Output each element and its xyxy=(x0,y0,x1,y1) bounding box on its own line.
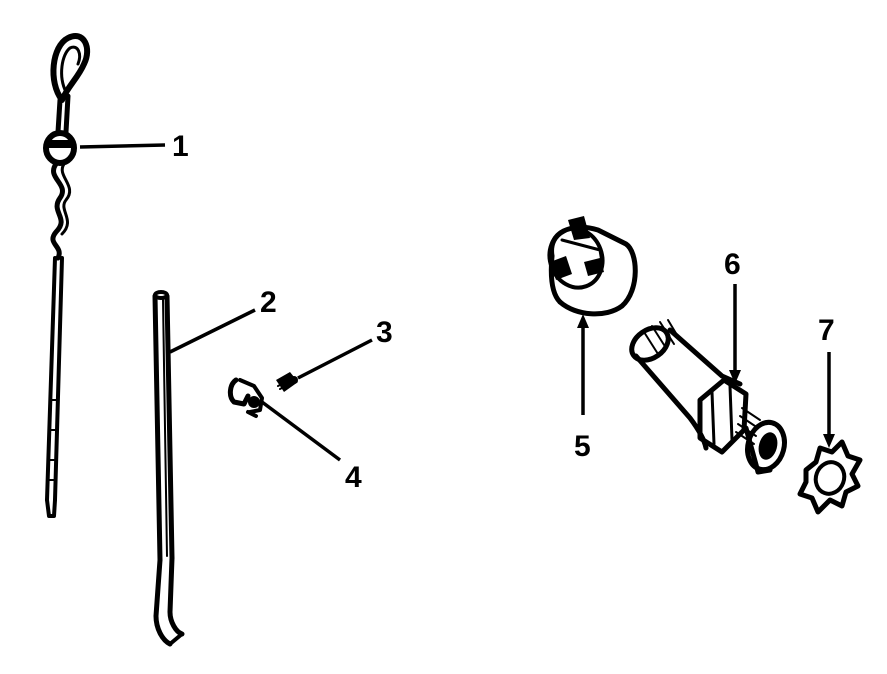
leader-line-3 xyxy=(297,338,373,380)
dipstick-tube-icon xyxy=(152,290,185,647)
callout-number-6: 6 xyxy=(724,248,741,281)
callout-number-7: 7 xyxy=(818,314,835,347)
dipstick-icon xyxy=(43,33,91,518)
elbow-fitting-icon xyxy=(629,319,787,475)
lock-washer-icon xyxy=(797,439,863,515)
screw-icon xyxy=(276,372,298,392)
callout-number-5: 5 xyxy=(574,430,591,463)
callout-number-1: 1 xyxy=(172,130,189,163)
callout-number-4: 4 xyxy=(345,461,362,494)
leader-line-2 xyxy=(169,308,256,354)
callout-number-2: 2 xyxy=(260,286,277,319)
leader-line-4 xyxy=(260,400,342,462)
clip-icon xyxy=(227,377,264,418)
cap-icon xyxy=(547,216,638,317)
callout-number-3: 3 xyxy=(376,316,393,349)
leader-line-1 xyxy=(79,143,166,149)
